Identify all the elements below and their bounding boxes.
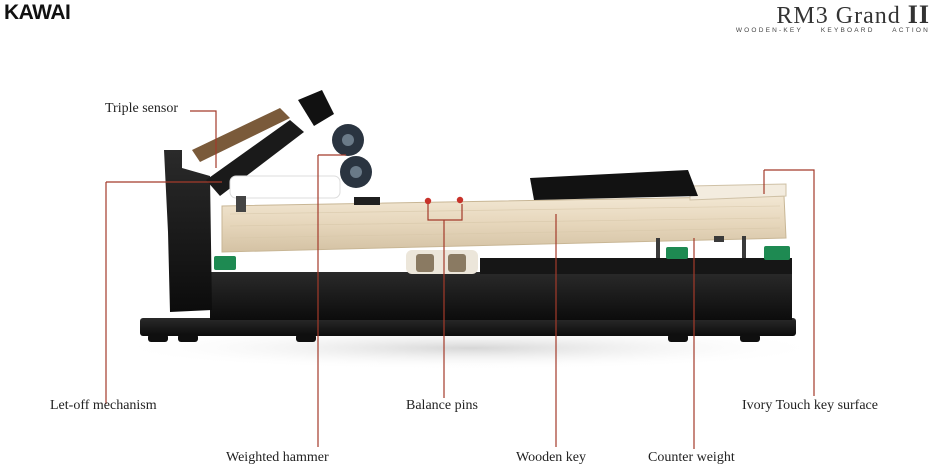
action-bracket — [164, 150, 212, 312]
label-wooden-key: Wooden key — [516, 450, 587, 465]
product-name-line: RM3 Grand II — [736, 0, 930, 30]
capstan-post-1 — [656, 238, 660, 258]
leader-lines — [105, 110, 815, 449]
label-let-off-mechanism: Let-off mechanism — [50, 398, 157, 413]
base-feet — [148, 334, 760, 342]
front-felt — [214, 256, 236, 270]
back-felt-2 — [764, 246, 790, 260]
balance-pin-2 — [456, 196, 464, 204]
brand-logo: KAWAI — [4, 1, 71, 24]
balance-pin-1 — [424, 197, 432, 205]
label-balance-pins: Balance pins — [406, 398, 478, 413]
product-name: RM3 Grand — [776, 3, 901, 29]
back-felt-1 — [666, 247, 688, 259]
product-title: RM3 Grand II WOODEN-KEY KEYBOARD ACTION — [736, 0, 930, 34]
product-version: II — [907, 0, 930, 29]
black-key — [530, 170, 698, 200]
hammer-head — [298, 90, 334, 126]
label-ivory-touch-key-surface: Ivory Touch key surface — [742, 398, 878, 413]
key-frame — [210, 272, 792, 320]
hammer-arm — [229, 175, 341, 199]
wooden-key-body — [221, 195, 787, 253]
label-counter-weight: Counter weight — [648, 450, 735, 465]
counter-weight-plug — [714, 236, 724, 242]
capstan-post-2 — [742, 236, 746, 258]
balance-rail — [480, 258, 792, 274]
product-tagline: WOODEN-KEY KEYBOARD ACTION — [735, 27, 930, 34]
floor-shadow — [110, 326, 830, 370]
label-triple-sensor: Triple sensor — [105, 101, 178, 116]
base-rail — [140, 318, 796, 336]
let-off-screw — [236, 196, 246, 212]
key-block — [354, 197, 380, 205]
hammer-shank — [206, 120, 304, 196]
label-weighted-hammer: Weighted hammer — [226, 450, 329, 465]
